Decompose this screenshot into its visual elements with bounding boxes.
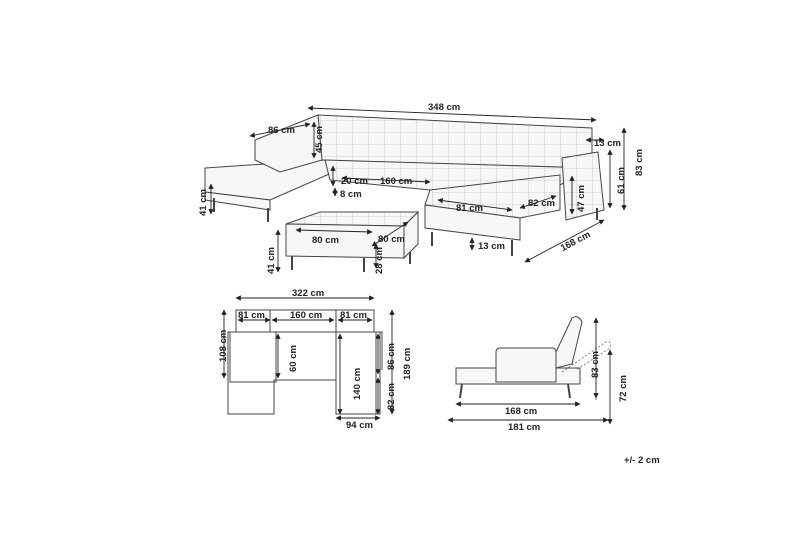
plan-dimensions: 322 cm 81 cm 160 cm 81 cm 108 cm 60 cm 1… <box>218 288 413 431</box>
dim-middle-160: 160 cm <box>380 176 412 187</box>
dim-arm-47: 47 cm <box>576 185 587 212</box>
dim-ottoman-w80: 80 cm <box>312 235 339 246</box>
dim-side-181: 181 cm <box>508 422 540 433</box>
side-armrest <box>495 347 557 383</box>
dim-plan-81-left: 81 cm <box>238 310 265 321</box>
plan-left-chaise <box>229 331 277 383</box>
dim-side-83: 83 cm <box>590 351 601 378</box>
plan-backrest <box>235 309 375 333</box>
dim-plan-60: 60 cm <box>288 345 299 372</box>
dim-ottoman-28: 28 cm <box>374 247 385 274</box>
dim-plan-82: 82 cm <box>386 383 397 410</box>
dim-plan-140: 140 cm <box>352 368 363 400</box>
right-chaise-front <box>424 204 521 241</box>
dim-plan-322: 322 cm <box>292 288 324 299</box>
dim-plan-189: 189 cm <box>402 348 413 380</box>
dim-back-61: 61 cm <box>616 167 627 194</box>
dim-side-168: 168 cm <box>505 406 537 417</box>
dim-plan-160: 160 cm <box>290 310 322 321</box>
dim-width-348: 348 cm <box>428 102 460 113</box>
iso-dimensions: 348 cm 86 cm 45 cm 13 cm 83 cm 61 cm 41 … <box>198 102 645 274</box>
dim-depth-168: 168 cm <box>559 229 593 254</box>
dim-plan-108: 108 cm <box>218 330 229 362</box>
side-reclined-back <box>561 341 611 373</box>
dim-back-45: 45 cm <box>314 126 325 153</box>
dim-plan-81-right: 81 cm <box>340 310 367 321</box>
dim-height-83: 83 cm <box>634 149 645 176</box>
tolerance-note: +/- 2 cm <box>624 455 660 466</box>
side-backrest <box>555 316 583 369</box>
dim-side-72: 72 cm <box>618 375 629 402</box>
dim-right-81: 81 cm <box>456 203 483 214</box>
dim-cushion-20: 20 cm <box>341 176 368 187</box>
dim-ottoman-41: 41 cm <box>266 247 277 274</box>
dim-plan-94: 94 cm <box>346 420 373 431</box>
dim-ottoman-d80: 80 cm <box>378 234 405 245</box>
dim-right-82: 82 cm <box>528 198 555 209</box>
dim-plan-86: 86 cm <box>386 343 397 370</box>
iso-sofa-drawing <box>204 114 605 272</box>
side-dimensions: 168 cm 181 cm 83 cm 72 cm <box>447 317 629 433</box>
dim-leg-13: 13 cm <box>478 241 505 252</box>
dim-base-8: 8 cm <box>340 189 362 200</box>
left-chaise-front <box>204 168 271 211</box>
dim-arm-13: 13 cm <box>594 138 621 149</box>
dim-chaise-86: 86 cm <box>268 125 295 136</box>
side-profile-drawing <box>455 316 611 399</box>
dim-seat-41: 41 cm <box>198 189 209 216</box>
